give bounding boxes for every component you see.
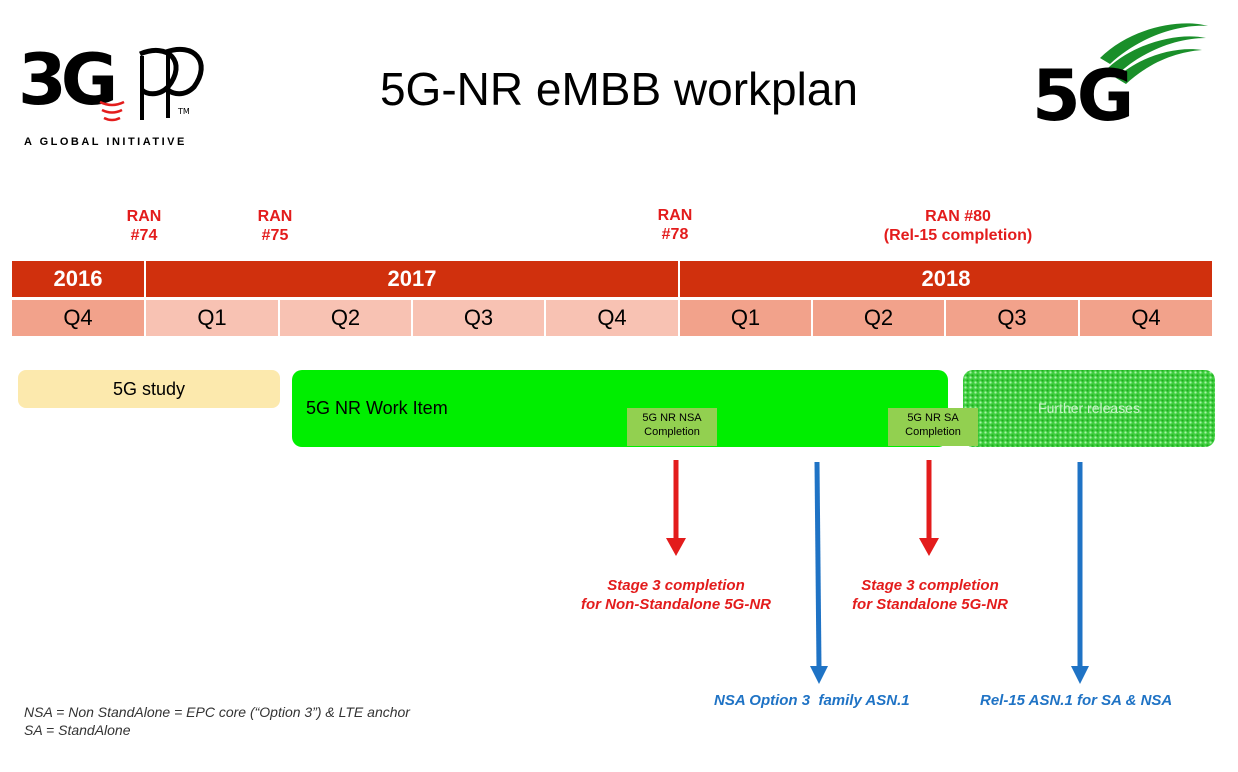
quarter-cell: Q2 <box>813 300 946 336</box>
note-nsa: NSA = Non StandAlone = EPC core (“Option… <box>24 704 410 720</box>
work-item-label: 5G NR Work Item <box>306 398 448 418</box>
blue-arrow-nsa-asn1 <box>810 461 828 684</box>
svg-text:3G: 3G <box>18 39 114 121</box>
red-arrow-nsa <box>666 460 686 556</box>
blue-arrow-rel15-asn1 <box>1071 462 1089 684</box>
quarter-cell: Q3 <box>946 300 1080 336</box>
ran-74-label: RAN#74 <box>126 208 162 244</box>
quarter-cell: Q3 <box>413 300 546 336</box>
year-row: 2016 2017 2018 <box>12 261 1212 297</box>
study-bar: 5G study <box>18 370 280 408</box>
red-arrow-sa <box>919 460 939 556</box>
year-2016: 2016 <box>12 261 146 297</box>
quarter-row: Q4 Q1 Q2 Q3 Q4 Q1 Q2 Q3 Q4 <box>12 300 1212 336</box>
3gpp-tagline: A GLOBAL INITIATIVE <box>24 136 187 148</box>
continuation-bar <box>963 370 1215 447</box>
quarter-cell: Q4 <box>1080 300 1212 336</box>
quarter-cell: Q2 <box>280 300 413 336</box>
nsa-asn1-label: NSA Option 3 family ASN.1 <box>714 692 910 709</box>
page-title: 5G-NR eMBB workplan <box>379 63 859 115</box>
rel15-asn1-label: Rel-15 ASN.1 for SA & NSA <box>980 692 1173 709</box>
legend-notes: NSA = Non StandAlone = EPC core (“Option… <box>24 703 410 739</box>
svg-text:TM: TM <box>177 107 190 116</box>
continuation-label: Further releases <box>1038 400 1140 416</box>
quarter-cell: Q1 <box>146 300 280 336</box>
5g-logo: 5G <box>1030 18 1210 137</box>
ran-78-label: RAN#78 <box>657 207 693 243</box>
work-item-bar <box>292 370 948 447</box>
quarter-cell: Q1 <box>680 300 813 336</box>
year-2017: 2017 <box>146 261 680 297</box>
svg-text:5G: 5G <box>1032 55 1130 128</box>
quarter-cell: Q4 <box>546 300 680 336</box>
note-sa: SA = StandAlone <box>24 722 131 738</box>
year-2018: 2018 <box>680 261 1212 297</box>
quarter-cell: Q4 <box>12 300 146 336</box>
ran-75-label: RAN#75 <box>257 208 293 244</box>
ran-80-label: RAN #80(Rel-15 completion) <box>883 208 1033 244</box>
3gpp-logo: 3G TM A GLOBAL INITIATIVE <box>18 32 218 152</box>
